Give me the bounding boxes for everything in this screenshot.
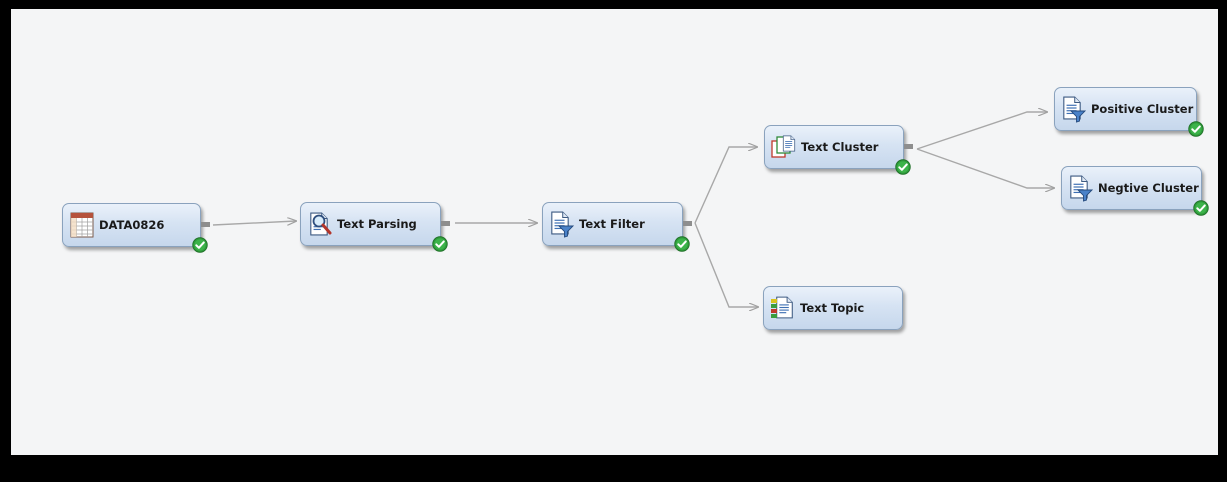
text-parsing-icon	[310, 212, 332, 236]
output-port[interactable]	[904, 144, 913, 149]
green-check-icon	[895, 159, 911, 175]
output-port[interactable]	[201, 222, 210, 227]
node-text-topic[interactable]: Text Topic	[763, 286, 903, 330]
node-positive-cluster[interactable]: Positive Cluster	[1054, 87, 1197, 131]
link-text-cluster-negtive-cluster[interactable]	[916, 148, 1054, 188]
node-text-filter[interactable]: Text Filter	[542, 202, 692, 246]
text-topic-icon	[771, 296, 793, 319]
link-text-filter-text-topic[interactable]	[694, 222, 758, 307]
green-check-icon	[674, 236, 690, 252]
green-check-icon	[1188, 121, 1204, 137]
output-port[interactable]	[441, 221, 450, 226]
node-label: Negtive Cluster	[1098, 181, 1199, 195]
node-label: DATA0826	[99, 218, 165, 232]
node-text-cluster[interactable]: Text Cluster	[764, 125, 913, 169]
filter-icon	[1063, 96, 1087, 123]
diagram-canvas[interactable]: DATA0826 Text Parsing Text Filter	[11, 9, 1218, 455]
bottom-border	[0, 455, 1227, 482]
green-check-icon	[192, 237, 208, 253]
connection-layer	[212, 9, 1218, 455]
data-table-icon	[70, 212, 94, 238]
filter-icon	[1070, 175, 1094, 202]
node-data0826[interactable]: DATA0826	[62, 203, 210, 247]
output-port[interactable]	[683, 221, 692, 226]
node-negtive-cluster[interactable]: Negtive Cluster	[1061, 166, 1202, 210]
green-check-icon	[432, 236, 448, 252]
text-cluster-icon	[771, 135, 796, 158]
link-data0826-text-parsing[interactable]	[212, 221, 296, 226]
link-text-filter-text-cluster[interactable]	[694, 147, 757, 224]
node-label: Text Filter	[579, 217, 645, 231]
green-check-icon	[1193, 200, 1209, 216]
node-label: Text Cluster	[801, 140, 879, 154]
text-filter-icon	[551, 211, 575, 238]
node-label: Positive Cluster	[1091, 102, 1194, 116]
link-text-cluster-positive-cluster[interactable]	[916, 112, 1047, 150]
node-text-parsing[interactable]: Text Parsing	[300, 202, 450, 246]
node-label: Text Parsing	[337, 217, 417, 231]
node-label: Text Topic	[800, 301, 865, 315]
